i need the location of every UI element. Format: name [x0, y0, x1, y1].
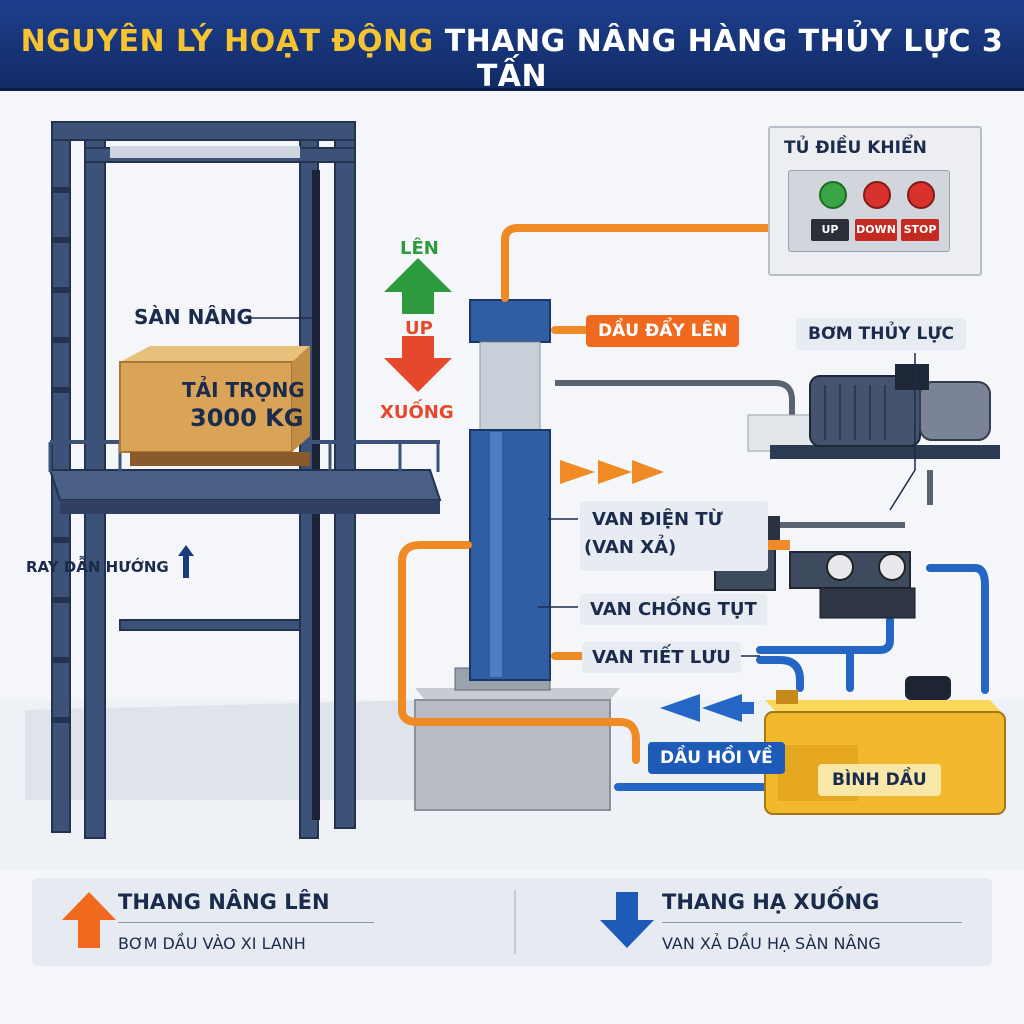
- control-panel-title: TỦ ĐIỀU KHIỂN: [784, 138, 927, 158]
- oil-return-label: DẦU HỒI VỀ: [648, 742, 785, 774]
- up-button[interactable]: UP: [811, 219, 849, 241]
- page-title: NGUYÊN LÝ HOẠT ĐỘNG THANG NÂNG HÀNG THỦY…: [0, 24, 1024, 94]
- platform-label: SÀN NÂNG: [134, 305, 253, 329]
- header-banner: NGUYÊN LÝ HOẠT ĐỘNG THANG NÂNG HÀNG THỦY…: [0, 0, 1024, 94]
- title-highlight: NGUYÊN LÝ HOẠT ĐỘNG: [20, 24, 434, 59]
- hydraulic-pump: [747, 364, 1000, 459]
- solenoid-line1: VAN ĐIỆN TỪ: [592, 509, 723, 530]
- stop-indicator-light: [907, 181, 935, 209]
- down-arrow-icon: [384, 336, 452, 392]
- down-indicator-light: [863, 181, 891, 209]
- oil-push-up-label: DẦU ĐẨY LÊN: [586, 315, 740, 347]
- legend-down-arrow-icon: [600, 892, 654, 948]
- up-label-en: UP: [405, 318, 433, 339]
- legend-down-desc: VAN XẢ DẦU HẠ SÀN NÂNG: [662, 934, 881, 953]
- solenoid-line2: (VAN XẢ): [584, 537, 677, 558]
- control-panel: TỦ ĐIỀU KHIỂN UP DOWN STOP: [768, 126, 982, 276]
- frame-rungs: [52, 187, 70, 723]
- load-value: 3000 KG: [190, 404, 304, 432]
- top-beam: [110, 146, 300, 158]
- hydraulic-cylinder: [469, 299, 551, 681]
- title-rest: THANG NÂNG HÀNG THỦY LỰC 3 TẤN: [444, 24, 1004, 94]
- legend-up-title: THANG NÂNG LÊN: [118, 890, 330, 914]
- cargo-load: [119, 346, 310, 466]
- leader-lines: [244, 317, 916, 657]
- legend-up-arrow-icon: [62, 892, 116, 948]
- flow-arrow-left-icon: [660, 694, 754, 722]
- throttle-valve-label: VAN TIẾT LƯU: [582, 642, 741, 673]
- legend-down-title: THANG HẠ XUỐNG: [662, 890, 880, 914]
- legend-up-desc: BƠM DẦU VÀO XI LANH: [118, 934, 306, 953]
- down-label-vi: XUỐNG: [380, 402, 454, 423]
- wall-block: [25, 700, 425, 800]
- load-title: TẢI TRỌNG: [182, 378, 305, 402]
- down-button[interactable]: DOWN: [855, 219, 897, 241]
- stop-button[interactable]: STOP: [901, 219, 939, 241]
- up-indicator-light: [819, 181, 847, 209]
- legend-panel: THANG NÂNG LÊN BƠM DẦU VÀO XI LANH THANG…: [32, 878, 992, 966]
- anti-fall-valve-label: VAN CHỐNG TỤT: [580, 594, 767, 625]
- return-pipes: [614, 564, 989, 791]
- suction-pipes: [555, 380, 933, 528]
- pump-label: BƠM THỦY LỰC: [796, 318, 967, 350]
- rail-label: RAY DẪN HƯỚNG: [26, 558, 169, 576]
- flow-arrow-right-icon: [560, 460, 664, 484]
- concrete-foundation: [414, 699, 611, 811]
- lift-platform: [48, 469, 442, 501]
- tank-label: BÌNH DẦU: [818, 764, 941, 796]
- up-label-vi: LÊN: [400, 238, 439, 259]
- rail-arrow-icon: [178, 545, 194, 578]
- solenoid-valve-label: VAN ĐIỆN TỪ (VAN XẢ): [580, 501, 768, 571]
- up-arrow-icon: [384, 258, 452, 314]
- hydraulic-lift-diagram: [0, 121, 1024, 870]
